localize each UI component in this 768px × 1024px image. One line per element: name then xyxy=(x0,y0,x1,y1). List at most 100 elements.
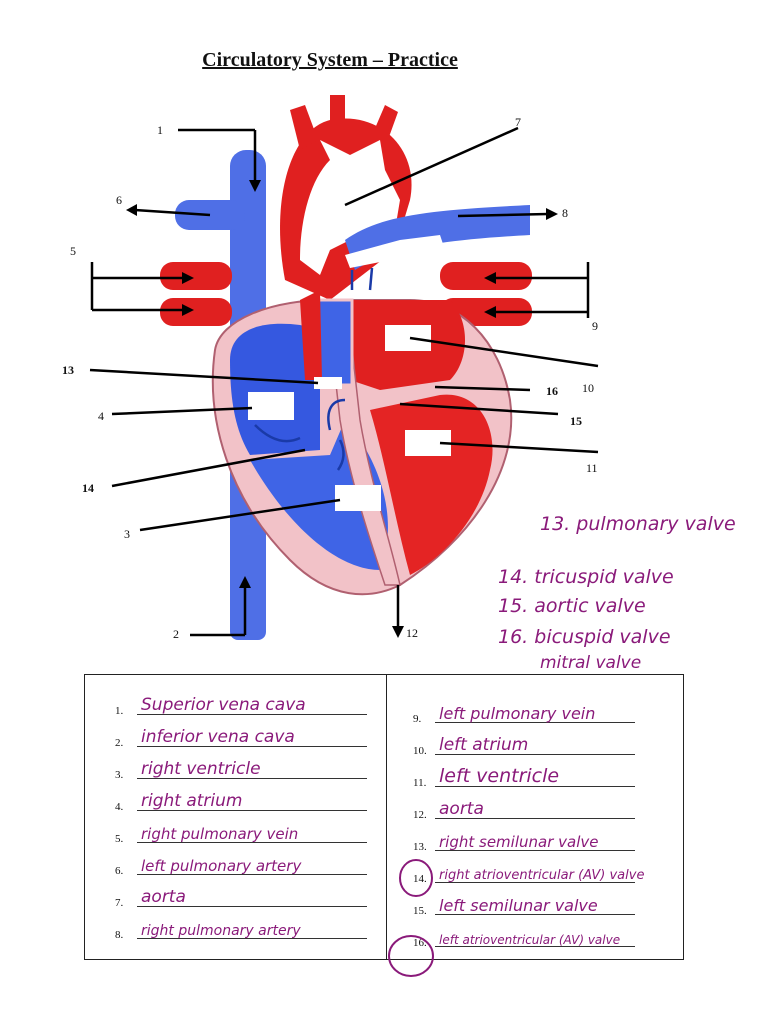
answer-text: left ventricle xyxy=(439,765,560,787)
left-pulmonary-vein-upper xyxy=(440,262,532,290)
answer-row-11: 11. left ventricle xyxy=(413,765,678,791)
answer-text: left pulmonary vein xyxy=(439,704,596,723)
right-pulmonary-vein-lower xyxy=(160,298,232,326)
answer-row-5: 5. right pulmonary vein xyxy=(115,823,375,847)
diagram-number-14: 14 xyxy=(82,481,94,495)
answer-number: 4. xyxy=(115,801,124,813)
answer-text: left pulmonary artery xyxy=(141,857,302,875)
answer-row-8: 8. right pulmonary artery xyxy=(115,919,375,943)
aorta-branch-3 xyxy=(370,105,398,148)
answer-text: aorta xyxy=(141,887,186,907)
right-pulmonary-vein-upper xyxy=(160,262,232,290)
diagram-number-1: 1 xyxy=(157,123,163,137)
label-box-3 xyxy=(335,485,381,511)
diagram-number-9: 9 xyxy=(592,319,598,333)
answer-row-10: 10. left atrium xyxy=(413,735,678,759)
pulmonary-white-mark xyxy=(345,235,445,268)
diagram-number-3: 3 xyxy=(124,527,130,541)
diagram-number-16: 16 xyxy=(546,384,558,398)
side-note-15: 15. aortic valve xyxy=(498,595,646,617)
answer-row-3: 3. right ventricle xyxy=(115,759,375,783)
diagram-number-13: 13 xyxy=(62,363,74,377)
answer-text: Superior vena cava xyxy=(141,695,306,715)
diagram-number-11: 11 xyxy=(586,461,598,475)
side-note-16: 16. bicuspid valve xyxy=(498,626,671,648)
answer-row-9: 9. left pulmonary vein xyxy=(413,703,678,727)
leader-lines xyxy=(89,126,599,637)
answer-line xyxy=(137,938,367,939)
answer-number: 9. xyxy=(413,713,422,725)
label-box-10 xyxy=(385,325,431,351)
diagram-number-5: 5 xyxy=(70,244,76,258)
answer-row-2: 2. inferior vena cava xyxy=(115,727,375,751)
circle-mark-16 xyxy=(388,935,434,977)
answer-number: 3. xyxy=(115,769,124,781)
answer-number: 12. xyxy=(413,809,427,821)
side-note-16b: mitral valve xyxy=(540,653,641,670)
answer-line xyxy=(435,850,635,851)
answer-text: inferior vena cava xyxy=(141,727,295,747)
column-divider xyxy=(386,675,387,959)
answer-line xyxy=(435,914,635,915)
arrowheads xyxy=(126,180,558,638)
answer-text: aorta xyxy=(439,799,484,819)
septum xyxy=(329,329,401,586)
answer-number: 6. xyxy=(115,865,124,877)
answer-table: 1. Superior vena cava 2. inferior vena c… xyxy=(84,674,684,960)
diagram-number-7: 7 xyxy=(515,115,521,129)
answer-line xyxy=(435,818,635,819)
answer-text: right atrioventricular (AV) valve xyxy=(439,868,645,883)
answer-row-15: 15. left semilunar valve xyxy=(413,895,678,919)
answer-text: right ventricle xyxy=(141,759,261,779)
side-note-14: 14. tricuspid valve xyxy=(498,566,674,588)
answer-line xyxy=(435,786,635,787)
answer-number: 2. xyxy=(115,737,124,749)
answer-text: left atrium xyxy=(439,735,529,755)
answer-text: right pulmonary vein xyxy=(141,825,299,843)
answer-number: 15. xyxy=(413,905,427,917)
answer-line xyxy=(435,722,635,723)
answer-line xyxy=(137,778,367,779)
answer-line xyxy=(435,882,635,883)
diagram-number-6: 6 xyxy=(116,193,122,207)
answer-line xyxy=(137,906,367,907)
answer-text: left semilunar valve xyxy=(439,896,598,915)
aortic-root xyxy=(300,290,322,380)
flow-arrows xyxy=(254,398,346,471)
diagram-number-2: 2 xyxy=(173,627,179,641)
answer-number: 5. xyxy=(115,833,124,845)
page-title: Circulatory System – Practice xyxy=(202,49,458,71)
diagram-number-10: 10 xyxy=(582,381,594,395)
left-ventricle-chamber xyxy=(370,394,493,575)
answer-line xyxy=(137,714,367,715)
answer-number: 11. xyxy=(413,777,427,789)
diagram-number-12: 12 xyxy=(406,626,418,640)
answer-text: right pulmonary artery xyxy=(141,923,301,939)
answer-text: right semilunar valve xyxy=(439,833,599,851)
label-box-13 xyxy=(314,377,342,389)
aorta-branch-2 xyxy=(330,95,345,130)
diagram-number-8: 8 xyxy=(562,206,568,220)
answer-row-4: 4. right atrium xyxy=(115,791,375,815)
answer-number: 10. xyxy=(413,745,427,757)
answer-number: 1. xyxy=(115,705,124,717)
answer-line xyxy=(137,842,367,843)
answer-line xyxy=(137,810,367,811)
answer-number: 14. xyxy=(413,873,427,885)
right-atrium-chamber xyxy=(230,323,320,455)
answer-row-7: 7. aorta xyxy=(115,887,375,911)
side-note-13: 13. pulmonary valve xyxy=(540,513,736,535)
heart-diagram: 1 2 3 4 5 6 7 8 9 10 11 12 13 14 15 16 1… xyxy=(62,95,736,670)
answer-line xyxy=(137,874,367,875)
answer-number: 7. xyxy=(115,897,124,909)
answer-text: left atrioventricular (AV) valve xyxy=(439,933,621,947)
answer-line xyxy=(435,946,635,947)
flow-arrows-up xyxy=(350,267,374,291)
answer-row-13: 13. right semilunar valve xyxy=(413,831,678,855)
diagram-number-4: 4 xyxy=(98,409,104,423)
answer-line xyxy=(137,746,367,747)
answer-number: 13. xyxy=(413,841,427,853)
answer-row-1: 1. Superior vena cava xyxy=(115,695,375,719)
aorta-white-mark xyxy=(300,140,400,275)
